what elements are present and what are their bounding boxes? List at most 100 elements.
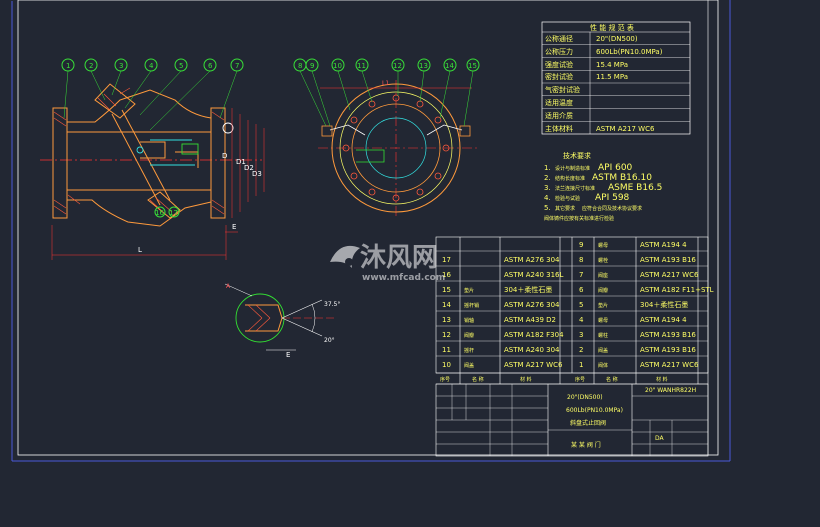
title-company: 某 某 阀 门 [571, 441, 601, 449]
bom-row: 9 螺母 ASTM A194 4 [579, 241, 687, 249]
perf-value: 15.4 MPa [596, 61, 628, 69]
bom-row: 16 ASTM A240 316L [442, 271, 564, 279]
balloon: 9 [305, 58, 319, 72]
tech-note-item: 3. 法兰连接尺寸标准 ASME B16.5 [544, 183, 662, 193]
bom-row: 4 螺母 ASTM A194 4 [579, 316, 687, 324]
svg-text:ASTM A240 316L: ASTM A240 316L [504, 271, 564, 279]
svg-text:ASTM A194 4: ASTM A194 4 [640, 241, 687, 249]
svg-text:ASTM A193 B16: ASTM A193 B16 [640, 331, 696, 339]
svg-text:1: 1 [579, 361, 583, 369]
svg-text:ASTM A182 F11+STL: ASTM A182 F11+STL [640, 286, 714, 294]
balloon: 14 [443, 58, 457, 72]
svg-text:304＋柔性石墨: 304＋柔性石墨 [504, 285, 552, 294]
svg-text:14: 14 [445, 62, 454, 70]
svg-text:16: 16 [442, 271, 451, 279]
dim-l-label: L [138, 246, 142, 254]
svg-text:应符合合同及技术协议要求: 应符合合同及技术协议要求 [582, 205, 642, 212]
svg-text:11: 11 [357, 62, 366, 70]
balloon: 5 [174, 58, 188, 72]
svg-text:2: 2 [89, 62, 93, 70]
bevel-e-label: E [286, 351, 290, 359]
svg-text:名 称: 名 称 [472, 376, 484, 383]
balloon: 12 [391, 58, 405, 72]
tech-note-item: 2. 结构长度标准 ASTM B16.10 [544, 173, 652, 183]
title-scale: DA [655, 435, 665, 442]
svg-text:螺母: 螺母 [598, 317, 608, 324]
perf-label: 主体材料 [545, 124, 573, 133]
watermark-url: www.mfcad.com [362, 273, 445, 283]
svg-text:ASTM A217 WC6: ASTM A217 WC6 [640, 361, 699, 369]
svg-text:摇杆销: 摇杆销 [464, 302, 479, 309]
bom-row: 1 阀体 ASTM A217 WC6 [579, 361, 699, 369]
svg-text:摇杆: 摇杆 [464, 347, 474, 354]
technical-requirements: 技术要求 1. 设计与制造标准 API 600 2. 结构长度标准 ASTM B… [544, 151, 662, 222]
svg-text:9: 9 [579, 241, 583, 249]
performance-table: 性 能 规 范 表 公称通径 20"(DN500) 公称压力 600Lb(PN1… [541, 21, 691, 135]
bom-row: 5 垫片 304＋柔性石墨 [579, 300, 688, 309]
svg-text:17: 17 [169, 209, 178, 217]
dim-d-label: D [222, 152, 227, 160]
perf-label: 公称压力 [545, 47, 573, 56]
bom-row: 6 阀瓣 ASTM A182 F11+STL [579, 286, 714, 294]
svg-text:4: 4 [149, 62, 154, 70]
svg-text:其它要求: 其它要求 [555, 205, 575, 212]
tech-notes-title: 技术要求 [563, 151, 591, 160]
perf-label: 密封试验 [545, 72, 573, 81]
svg-text:API 600: API 600 [598, 163, 633, 173]
svg-text:垫片: 垫片 [464, 287, 474, 294]
balloon: 1 [61, 58, 75, 72]
svg-text:6: 6 [579, 286, 584, 294]
svg-text:销轴: 销轴 [464, 317, 474, 324]
svg-text:16: 16 [155, 209, 164, 217]
title-block: 20"(DN500) 600Lb(PN10.0MPa) 斜盘式止回阀 20" W… [435, 383, 709, 457]
svg-text:阀体: 阀体 [598, 362, 608, 369]
perf-value: 600Lb(PN10.0MPa) [596, 48, 663, 56]
svg-text:ASTM A182 F304: ASTM A182 F304 [504, 331, 564, 339]
balloon-group-right: 8 9 10 11 12 13 14 15 [293, 58, 480, 127]
svg-text:6: 6 [208, 62, 213, 70]
svg-text:螺柱: 螺柱 [598, 332, 608, 339]
balloon: 13 [417, 58, 431, 72]
svg-text:3.: 3. [544, 184, 551, 192]
bom-row: 8 螺栓 ASTM A193 B16 [579, 256, 696, 264]
bom-header-row: 序号 名 称 材 料 序号 名 称 材 料 [440, 376, 668, 383]
balloon: 8 [293, 58, 307, 72]
balloon: 2 [84, 58, 98, 72]
svg-text:11: 11 [442, 346, 451, 354]
balloon: 4 [144, 58, 158, 72]
svg-text:ASTM A193 B16: ASTM A193 B16 [640, 346, 696, 354]
bom-row: 7 阀座 ASTM A217 WC6 [579, 271, 699, 279]
svg-text:14: 14 [442, 301, 451, 309]
bom-row: 14 摇杆销 ASTM A276 304 [442, 301, 560, 309]
svg-text:阀瓣: 阀瓣 [598, 287, 608, 294]
svg-text:3: 3 [579, 331, 583, 339]
svg-text:3: 3 [119, 62, 123, 70]
svg-text:阀座: 阀座 [598, 272, 608, 279]
svg-text:阀瓣: 阀瓣 [464, 332, 474, 339]
svg-text:13: 13 [419, 62, 428, 70]
perf-table-rows: 公称通径 20"(DN500) 公称压力 600Lb(PN10.0MPa) 强度… [545, 34, 663, 133]
svg-text:15: 15 [468, 62, 477, 70]
title-product: 斜盘式止回阀 [570, 419, 606, 427]
bom-table: 9 螺母 ASTM A194 4 8 螺栓 ASTM A193 B16 7 阀座… [435, 236, 714, 385]
svg-text:螺母: 螺母 [598, 242, 608, 249]
svg-text:材 料: 材 料 [656, 376, 668, 383]
balloon: 16 [154, 206, 166, 218]
check-valve-section-view: D D1 D2 D3 E L 1 2 3 4 5 6 7 16 17 [40, 58, 265, 260]
svg-text:法兰连接尺寸标准: 法兰连接尺寸标准 [555, 185, 595, 192]
svg-text:5.: 5. [544, 204, 551, 212]
svg-text:ASTM A217 WC6: ASTM A217 WC6 [640, 271, 699, 279]
svg-text:设计与制造标准: 设计与制造标准 [555, 165, 590, 172]
svg-text:名 称: 名 称 [606, 376, 618, 383]
balloon: 6 [203, 58, 217, 72]
svg-text:ASTM A240 304: ASTM A240 304 [504, 346, 560, 354]
svg-text:17: 17 [442, 256, 451, 264]
bom-row: 15 垫片 304＋柔性石墨 [442, 285, 552, 294]
perf-value: 11.5 MPa [596, 73, 628, 81]
svg-text:ASTM B16.10: ASTM B16.10 [592, 173, 652, 183]
title-pressure: 600Lb(PN10.0MPa) [566, 407, 623, 414]
svg-text:2.: 2. [544, 174, 551, 182]
svg-text:4.: 4. [544, 194, 551, 202]
svg-text:ASTM A217 WC6: ASTM A217 WC6 [504, 361, 563, 369]
